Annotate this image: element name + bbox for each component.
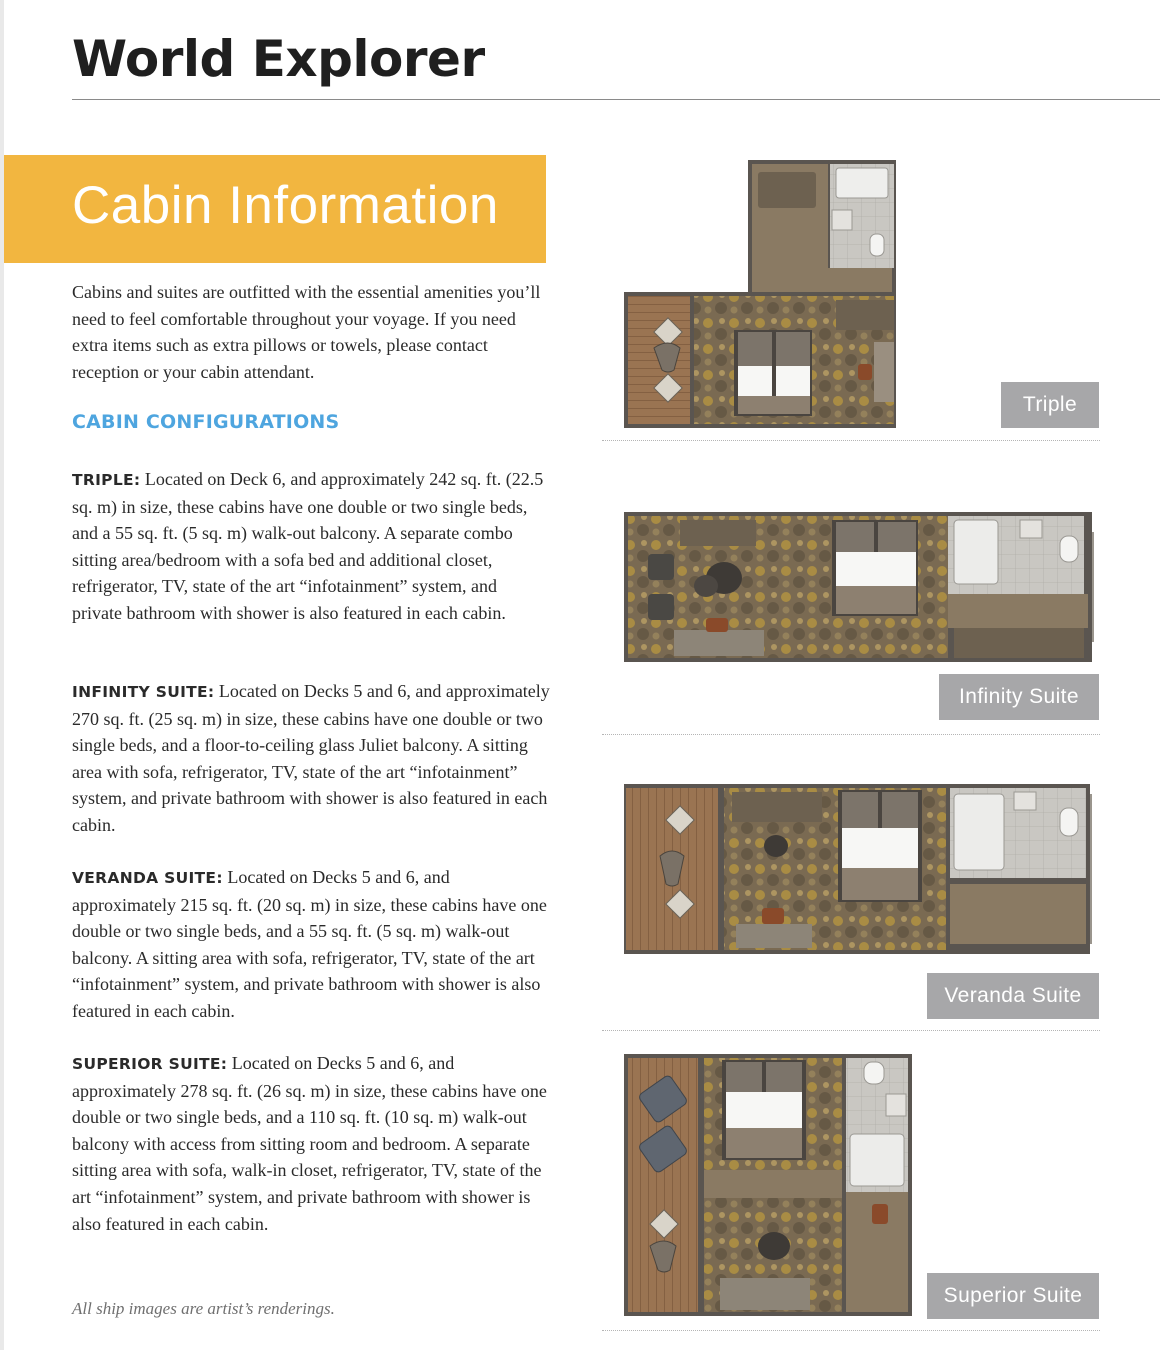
- cabin-name: TRIPLE:: [72, 471, 141, 489]
- cabin-description-infinity-suite: INFINITY SUITE: Located on Decks 5 and 6…: [72, 678, 550, 839]
- title-divider: [72, 99, 1160, 100]
- label-superior-suite: Superior Suite: [927, 1273, 1099, 1319]
- footnote: All ship images are artist’s renderings.: [72, 1299, 335, 1318]
- cabin-name: SUPERIOR SUITE:: [72, 1055, 228, 1073]
- divider: [602, 1030, 1100, 1031]
- cabin-description-triple: TRIPLE: Located on Deck 6, and approxima…: [72, 466, 550, 627]
- page-edge: [0, 0, 4, 1350]
- divider: [602, 440, 1100, 441]
- page-title: World Explorer: [72, 30, 485, 88]
- cabin-description-superior-suite: SUPERIOR SUITE: Located on Decks 5 and 6…: [72, 1050, 550, 1237]
- divider: [602, 1330, 1100, 1331]
- cabin-text: Located on Decks 5 and 6, and approximat…: [72, 1053, 547, 1234]
- floorplan-infinity-suite: [624, 512, 1094, 662]
- cabin-name: VERANDA SUITE:: [72, 869, 223, 887]
- floorplan-triple: [624, 160, 896, 428]
- section-heading: CABIN CONFIGURATIONS: [72, 411, 340, 433]
- floorplan-veranda-suite: [624, 784, 1092, 954]
- section-banner: Cabin Information: [4, 155, 546, 263]
- intro-paragraph: Cabins and suites are outfitted with the…: [72, 282, 541, 382]
- label-triple: Triple: [1001, 382, 1099, 428]
- label-veranda-suite: Veranda Suite: [927, 973, 1099, 1019]
- floorplan-superior-suite: [624, 1054, 912, 1316]
- cabin-name: INFINITY SUITE:: [72, 683, 215, 701]
- cabin-description-veranda-suite: VERANDA SUITE: Located on Decks 5 and 6,…: [72, 864, 550, 1025]
- label-infinity-suite: Infinity Suite: [939, 674, 1099, 720]
- banner-title: Cabin Information: [72, 176, 499, 235]
- cabin-text: Located on Decks 5 and 6, and approximat…: [72, 681, 550, 835]
- divider: [602, 734, 1100, 735]
- cabin-text: Located on Deck 6, and approximately 242…: [72, 469, 544, 623]
- cabin-text: Located on Decks 5 and 6, and approximat…: [72, 867, 547, 1021]
